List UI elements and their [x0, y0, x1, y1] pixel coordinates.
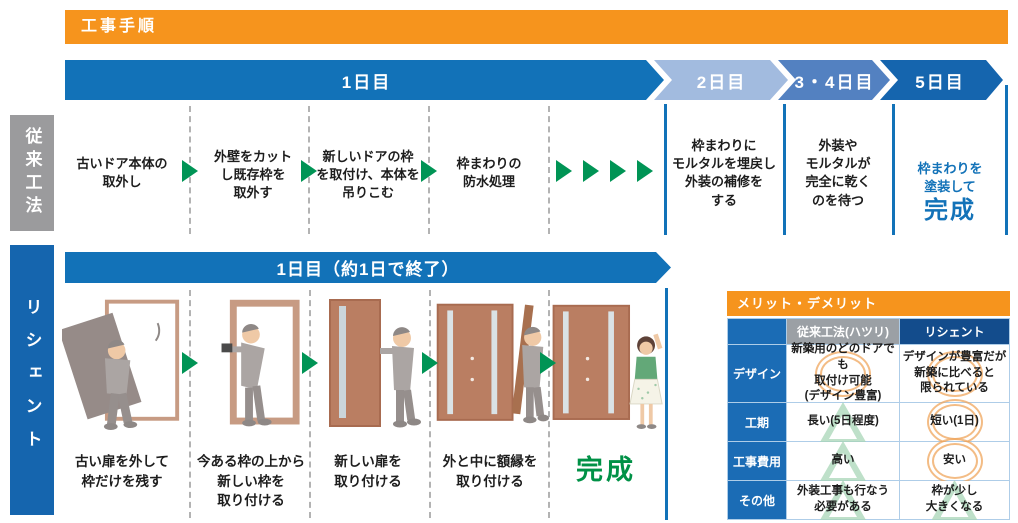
timeline-day2: 2日目 — [651, 60, 792, 100]
comparison-corner-cell — [728, 319, 786, 344]
comparison-row-label-cost: 工事費用 — [728, 442, 786, 480]
reshent-step-1: 古い扉を外して 枠だけを残す — [74, 454, 170, 489]
arrow-right-icon — [637, 160, 653, 182]
divider — [548, 290, 550, 518]
divider-blue — [665, 288, 668, 520]
comparison-cell-other-reshent: 枠が少し 大きくなる — [900, 481, 1009, 519]
conventional-final-text: 枠まわりを 塗装して — [917, 161, 983, 195]
divider — [309, 290, 311, 518]
reshent-step-3: 新しい扉を 取り付ける — [334, 454, 402, 489]
comparison-cell-cost-conventional: 高い — [787, 442, 899, 480]
arrow-right-icon — [583, 160, 599, 182]
reshent-day-bar: 1日目（約1日で終了） — [65, 252, 671, 283]
arrow-right-icon — [301, 160, 317, 182]
reshent-method-label: リシェント — [10, 245, 54, 515]
comparison-col-reshent: リシェント — [900, 319, 1009, 344]
comparison-row-label-other: その他 — [728, 481, 786, 519]
conventional-complete-label: 完成 — [924, 196, 976, 224]
divider-blue — [664, 104, 667, 235]
comparison-cell-other-conventional: 外装工事も行なう 必要がある — [787, 481, 899, 519]
illustration-attach-casing — [430, 294, 550, 444]
arrow-right-icon — [421, 160, 437, 182]
page-title: 工事手順 — [65, 10, 1008, 44]
conventional-step-1: 古いドア本体の 取外し — [76, 156, 168, 190]
comparison-cell-design-conventional: 新築用のどのドアでも 取付け可能 (デザイン豊富) — [787, 343, 899, 402]
conventional-final-step: 枠まわりを 塗装して 完成 — [897, 142, 1003, 244]
illustration-remove-old-door — [58, 294, 184, 444]
divider-blue — [1005, 85, 1008, 235]
conventional-step-4: 枠まわりの 防水処理 — [456, 156, 522, 190]
arrow-right-icon — [422, 352, 438, 374]
comparison-cell-cost-reshent: 安い — [900, 438, 1009, 484]
conventional-step-2: 外壁をカット し既存枠を 取外す — [213, 149, 292, 201]
timeline-day1: 1日目 — [65, 60, 668, 100]
timeline-day5: 5日目 — [877, 60, 1003, 100]
divider-blue — [892, 104, 895, 235]
arrow-right-icon — [556, 160, 572, 182]
reshent-step-4: 外と中に額縁を 取り付ける — [442, 454, 538, 489]
arrow-right-icon — [540, 352, 556, 374]
divider — [189, 290, 191, 518]
divider-blue — [783, 104, 786, 235]
arrow-right-icon — [302, 352, 318, 374]
conventional-step-5: 枠まわりに モルタルを埋戻し 外装の補修を する — [671, 138, 776, 208]
arrow-right-icon — [182, 352, 198, 374]
reshent-step-2: 今ある枠の上から 新しい枠を 取り付ける — [197, 454, 305, 509]
reshent-complete-label: 完成 — [576, 455, 636, 485]
conventional-method-label: 従来工法 — [10, 115, 54, 231]
comparison-title: メリット・デメリット — [727, 291, 1010, 316]
conventional-step-6: 外装や モルタルが 完全に乾く のを待つ — [805, 138, 871, 208]
divider — [429, 290, 431, 518]
arrow-right-icon — [610, 160, 626, 182]
conventional-step-3: 新しいドアの枠 を取付け、本体を 吊りこむ — [316, 149, 420, 201]
comparison-cell-period-conventional: 長い(5日程度) — [787, 403, 899, 441]
comparison-cell-design-reshent: デザインが豊富だが 新築に比べると 限られている — [900, 345, 1009, 402]
comparison-col-conventional: 従来工法(ハツリ) — [787, 319, 899, 344]
comparison-cell-period-reshent: 短い(1日) — [900, 399, 1009, 445]
illustration-install-new-door — [312, 294, 427, 444]
illustration-completed-door — [546, 294, 664, 444]
divider — [548, 106, 550, 234]
arrow-right-icon — [182, 160, 198, 182]
comparison-row-label-period: 工期 — [728, 403, 786, 441]
comparison-table: 従来工法(ハツリ) リシェント デザイン 新築用のどのドアでも 取付け可能 (デ… — [727, 318, 1010, 520]
illustration-attach-new-frame — [196, 294, 304, 444]
comparison-row-label-design: デザイン — [728, 345, 786, 402]
